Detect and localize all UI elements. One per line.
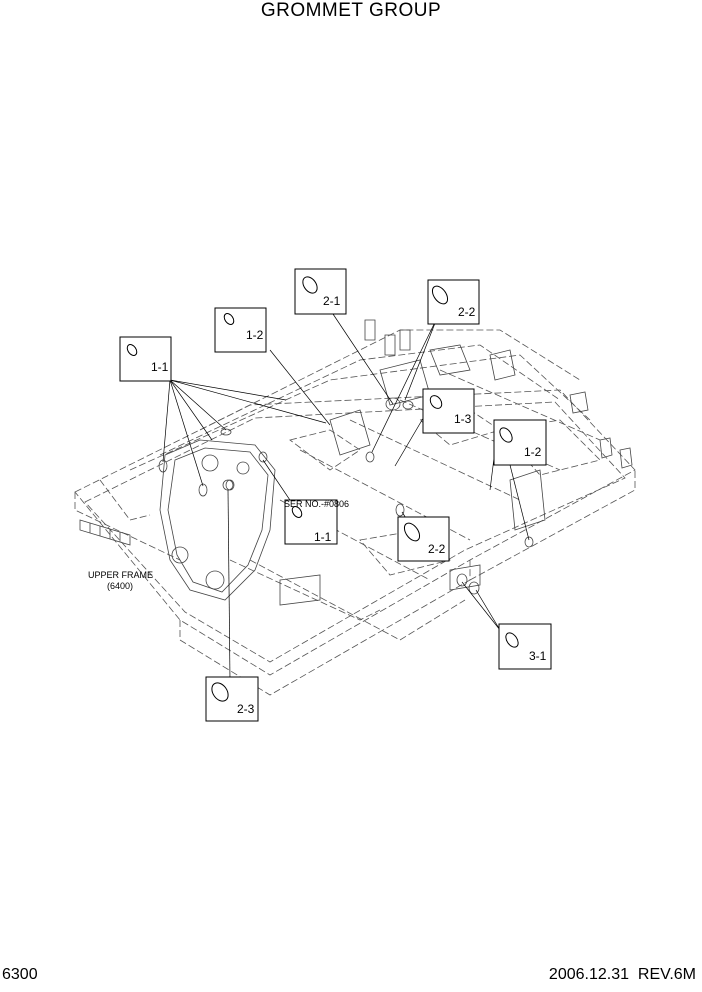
callout-1-2-left: 1-2 [214,307,267,353]
callout-label: 1-3 [454,412,472,426]
page-number: 6300 [2,966,38,983]
callout-2-2-bottom: 2-2 [397,516,450,562]
page-title: GROMMET GROUP [260,0,442,21]
upper-frame-code: (6400) [107,581,133,591]
grommet-markers [158,397,534,595]
callout-1-2-right: 1-2 [493,419,547,466]
callout-1-3: 1-3 [422,388,475,434]
frame-brackets [279,319,633,606]
callout-1-1-serial: 1-1 [284,499,338,545]
callout-label: 1-1 [314,530,332,544]
callout-2-3: 2-3 [205,676,259,722]
callout-label: 1-1 [151,360,169,374]
step-grating [79,519,131,546]
callout-3-1: 3-1 [498,623,552,670]
boom-mount-plate [159,439,276,601]
callout-label: 1-2 [246,328,264,342]
callout-label: 2-2 [428,542,446,556]
callout-label: 1-2 [524,445,542,459]
callout-2-1: 2-1 [294,268,347,315]
callout-label: 3-1 [529,649,547,663]
callout-label: 2-2 [458,305,476,319]
serial-number-note: SER NO.-#0806 [284,499,349,509]
revision-date: 2006.12.31 REV.6M [548,966,696,983]
callout-label: 2-3 [237,702,255,716]
callout-2-2-top: 2-2 [427,279,480,325]
upper-frame-label: UPPER FRAME [88,570,153,580]
callout-1-1-top: 1-1 [119,336,172,382]
callout-label: 2-1 [323,294,341,308]
